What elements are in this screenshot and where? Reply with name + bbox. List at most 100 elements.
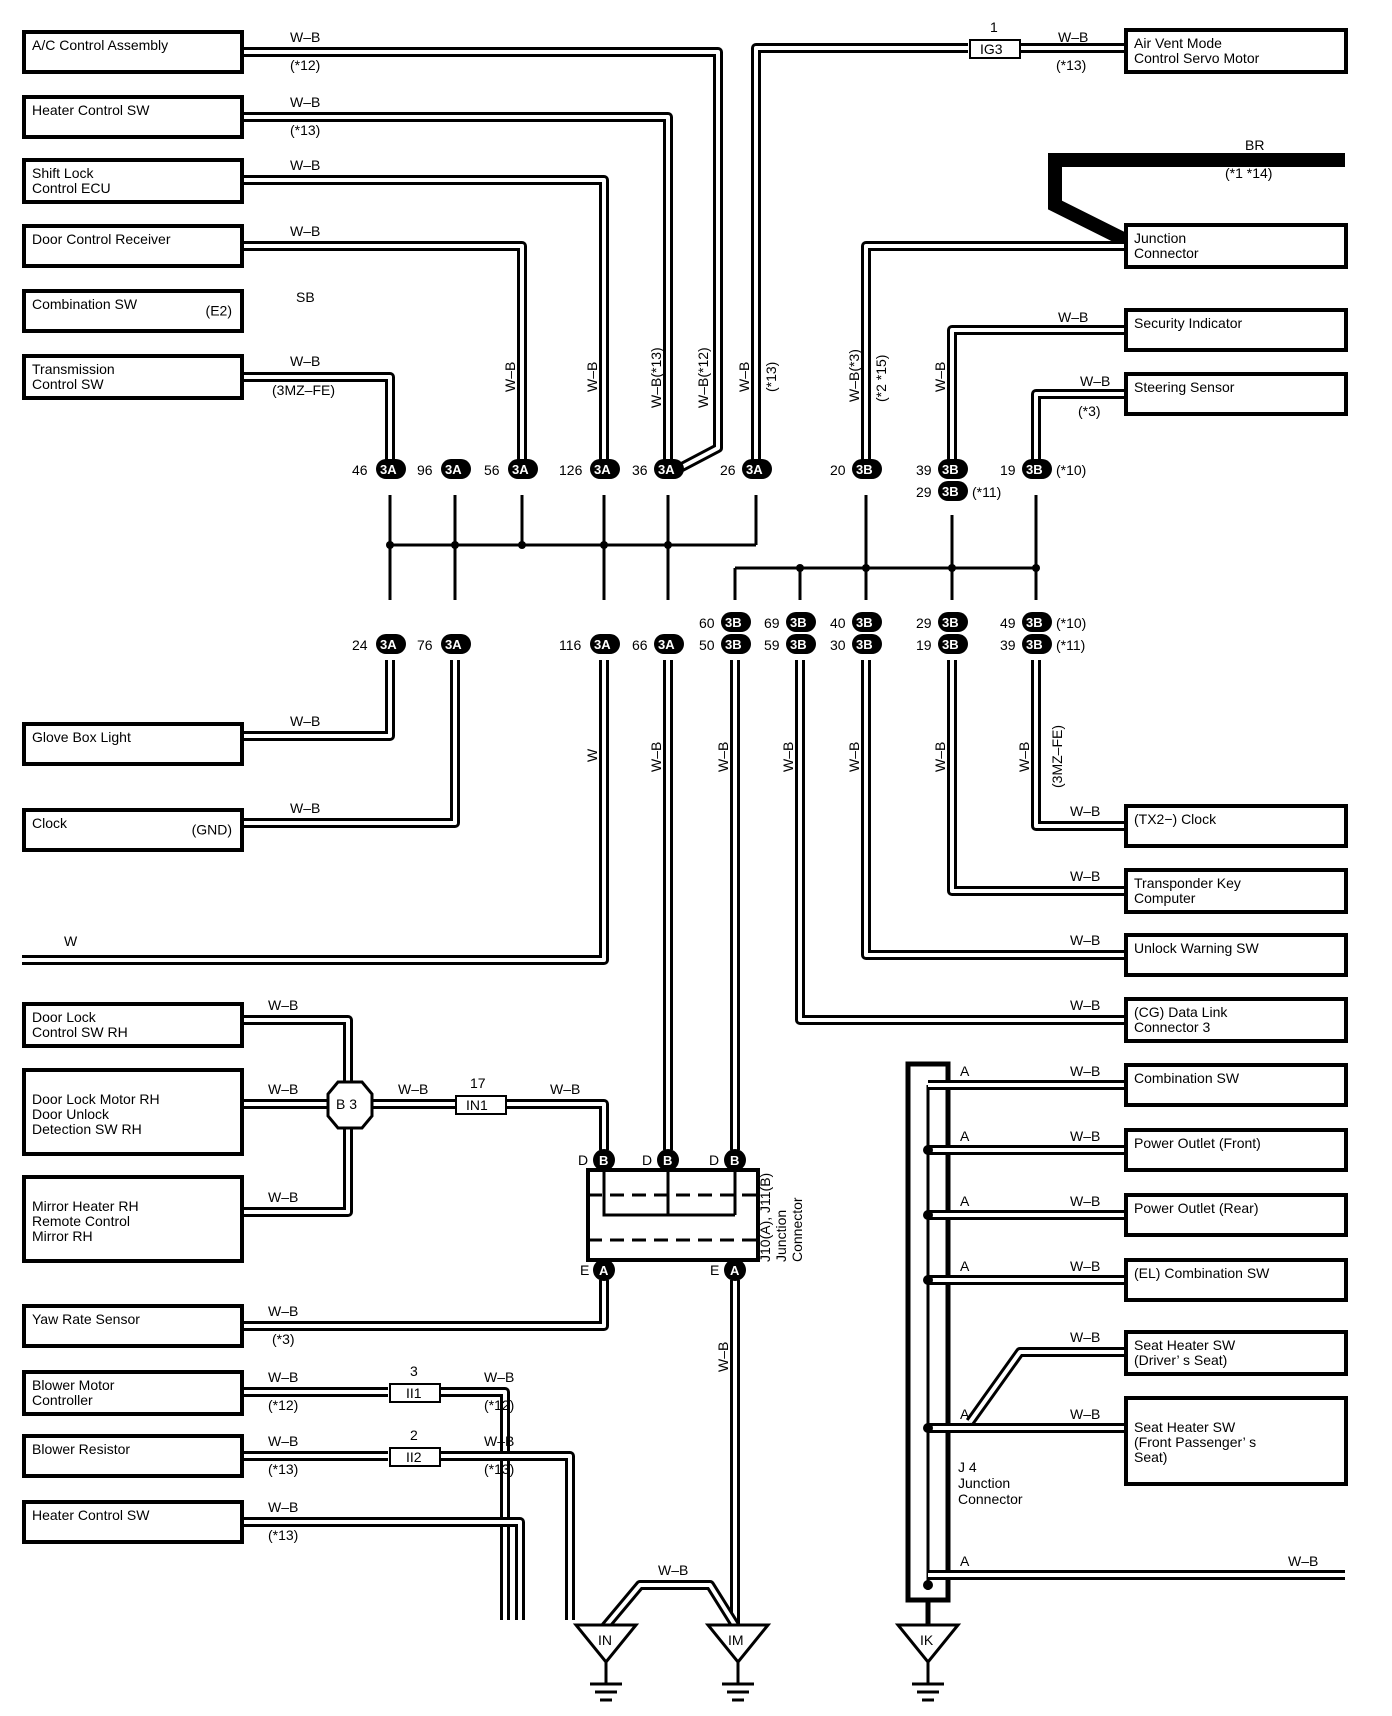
svg-text:Connector: Connector: [958, 1491, 1023, 1507]
svg-text:W–B: W–B: [1070, 1258, 1100, 1274]
component-yaw-rate-sensor: Yaw Rate Sensor: [22, 1304, 244, 1348]
svg-text:B: B: [599, 1153, 608, 1168]
component-heater-control-sw-2: Heater Control SW: [22, 1500, 244, 1544]
svg-text:W–B: W–B: [550, 1081, 580, 1097]
svg-text:(*1 *14): (*1 *14): [1225, 165, 1272, 181]
svg-text:(3MZ–FE): (3MZ–FE): [272, 382, 335, 398]
svg-text:IN1: IN1: [466, 1097, 488, 1113]
ground-ik: IK: [894, 1623, 962, 1702]
svg-text:3B: 3B: [942, 615, 959, 630]
svg-text:W–B: W–B: [484, 1433, 514, 1449]
svg-text:W–B: W–B: [715, 742, 731, 772]
svg-text:49: 49: [1000, 615, 1016, 631]
svg-text:56: 56: [484, 462, 500, 478]
component-combination-sw: Combination SW(E2): [22, 289, 244, 333]
svg-text:3B: 3B: [725, 615, 742, 630]
svg-text:(3MZ–FE): (3MZ–FE): [1049, 725, 1065, 788]
svg-text:76: 76: [417, 637, 433, 653]
svg-text:3B: 3B: [725, 637, 742, 652]
svg-text:A: A: [599, 1263, 609, 1278]
svg-text:W–B: W–B: [584, 362, 600, 392]
svg-text:3A: 3A: [445, 462, 462, 477]
component-power-outlet-front: Power Outlet (Front): [1124, 1128, 1348, 1172]
svg-text:3A: 3A: [380, 462, 397, 477]
svg-text:(*2 *15): (*2 *15): [873, 355, 889, 402]
svg-text:W–B: W–B: [398, 1081, 428, 1097]
svg-text:3A: 3A: [658, 462, 675, 477]
svg-text:W–B: W–B: [268, 1081, 298, 1097]
component-seat-heater-driver: Seat Heater SW(Driver’ s Seat): [1124, 1330, 1348, 1376]
svg-text:46: 46: [352, 462, 368, 478]
svg-text:W–B: W–B: [1058, 29, 1088, 45]
svg-text:B 3: B 3: [336, 1096, 357, 1112]
svg-text:50: 50: [699, 637, 715, 653]
svg-text:W–B: W–B: [1070, 997, 1100, 1013]
svg-text:3B: 3B: [1026, 637, 1043, 652]
svg-text:W–B: W–B: [780, 742, 796, 772]
svg-text:W–B: W–B: [290, 800, 320, 816]
svg-text:W–B: W–B: [648, 742, 664, 772]
ground-im: IM: [704, 1623, 772, 1702]
svg-text:D: D: [578, 1152, 588, 1168]
svg-text:3B: 3B: [1026, 615, 1043, 630]
svg-text:W–B: W–B: [1070, 803, 1100, 819]
svg-text:3A: 3A: [380, 637, 397, 652]
svg-text:W: W: [584, 748, 600, 762]
svg-text:W–B: W–B: [846, 742, 862, 772]
svg-text:3B: 3B: [942, 637, 959, 652]
svg-text:(*11): (*11): [1056, 637, 1085, 653]
svg-text:3A: 3A: [594, 637, 611, 652]
svg-text:1: 1: [990, 19, 998, 35]
svg-text:(*10): (*10): [1056, 615, 1086, 631]
wire-labels: W–B(*12) W–B(*13) W–B W–B SB W–B(3MZ–FE)…: [64, 29, 1318, 1578]
svg-text:W–B: W–B: [1070, 1193, 1100, 1209]
svg-text:3B: 3B: [942, 484, 959, 499]
svg-text:W–B: W–B: [290, 157, 320, 173]
svg-text:W–B: W–B: [290, 353, 320, 369]
svg-text:17: 17: [470, 1075, 486, 1091]
svg-text:W–B(*12): W–B(*12): [695, 347, 711, 408]
component-heater-control-sw: Heater Control SW: [22, 95, 244, 139]
svg-text:A: A: [960, 1193, 970, 1209]
svg-text:(*3): (*3): [1078, 403, 1101, 419]
svg-text:IK: IK: [920, 1632, 934, 1648]
svg-text:29: 29: [916, 615, 932, 631]
wires-top-right: [861, 153, 1345, 468]
svg-text:BR: BR: [1245, 137, 1264, 153]
j4-label: J 4 Junction Connector: [958, 1459, 1023, 1507]
svg-text:(*10): (*10): [1056, 462, 1086, 478]
svg-text:3A: 3A: [658, 637, 675, 652]
svg-text:69: 69: [764, 615, 780, 631]
svg-text:(*13): (*13): [268, 1527, 298, 1543]
svg-text:IG3: IG3: [980, 41, 1003, 57]
svg-text:3A: 3A: [512, 462, 529, 477]
ground-in: IN: [572, 1623, 640, 1702]
svg-text:E: E: [580, 1262, 589, 1278]
component-glove-box-light: Glove Box Light: [22, 722, 244, 766]
svg-text:E: E: [710, 1262, 719, 1278]
svg-text:A: A: [730, 1263, 740, 1278]
svg-text:66: 66: [632, 637, 648, 653]
svg-text:36: 36: [632, 462, 648, 478]
svg-text:W–B: W–B: [268, 1499, 298, 1515]
connector-b3: B 3: [326, 1080, 374, 1130]
svg-text:W–B: W–B: [502, 362, 518, 392]
svg-text:W–B: W–B: [290, 94, 320, 110]
svg-text:W–B: W–B: [736, 362, 752, 392]
